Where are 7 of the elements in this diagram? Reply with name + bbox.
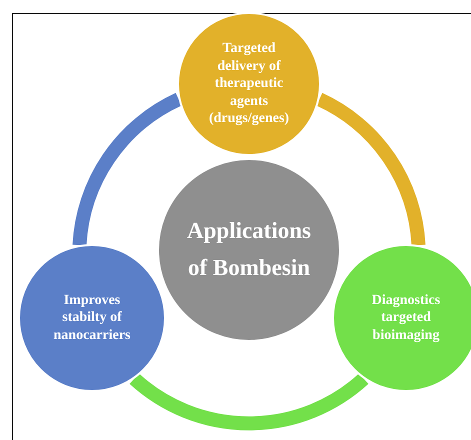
topic-label: Targeted delivery of therapeutic agents (drugs/genes) <box>208 40 290 128</box>
ring-arc <box>72 93 182 246</box>
center-title: Applications of Bombesin <box>187 217 311 282</box>
topic-label: Improves stabilty of nanocarriers <box>52 292 132 344</box>
ring-arc <box>316 93 426 246</box>
ring-arc <box>130 373 368 430</box>
topic-label: Diagnostics targeted bioimaging <box>370 292 442 344</box>
